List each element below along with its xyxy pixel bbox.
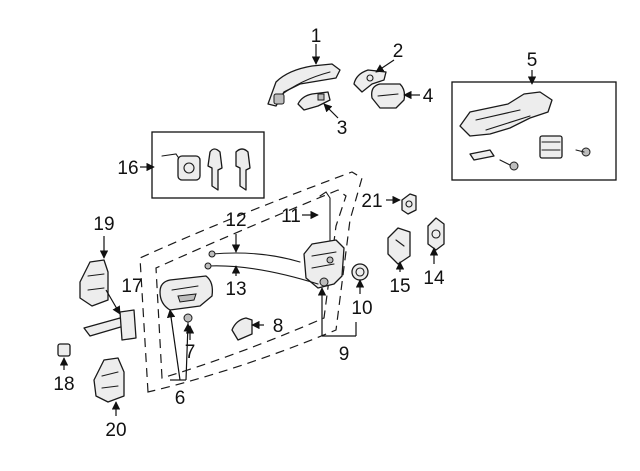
callout-2: 2 [393,41,404,62]
callout-8: 8 [273,316,284,337]
upper-hinge [79,259,109,307]
cables [204,250,319,285]
handle-frame-kit-box [451,81,617,181]
inside-handle [159,275,214,311]
callout-10: 10 [351,298,372,319]
outside-handle [267,63,341,107]
callout-14: 14 [423,268,445,289]
lock-cylinder-keys-box [151,131,265,199]
callout-15: 15 [389,276,410,297]
callout-11: 11 [281,206,301,227]
callout-3: 3 [337,118,348,139]
callout-7: 7 [185,342,196,363]
handle-bezel [297,91,331,111]
callout-labels: 1 2 3 4 5 6 7 8 9 10 11 12 13 14 15 16 1… [53,26,537,441]
callout-17: 17 [121,276,142,297]
lower-hinge [93,357,125,403]
callout-19: 19 [93,214,114,235]
callout-18: 18 [53,374,74,395]
striker-plate [387,227,411,265]
door-outline [139,171,363,393]
callout-5: 5 [527,50,538,71]
callout-12: 12 [225,210,246,231]
handle-cover [371,83,406,109]
callout-20: 20 [105,420,126,441]
leader-lines [59,44,537,416]
striker [427,217,445,251]
callout-9: 9 [339,344,350,365]
handle-cap [353,69,387,93]
door-check [83,309,137,341]
callout-6: 6 [175,388,186,409]
lock-bolt [401,193,417,215]
callout-13: 13 [225,279,246,300]
callout-16: 16 [117,158,138,179]
inside-bezel [231,317,253,341]
callout-1: 1 [311,26,322,47]
lock-actuator [303,239,345,289]
grommet [351,263,369,281]
callout-21: 21 [361,191,382,212]
bushing [57,343,71,357]
callout-4: 4 [423,86,434,107]
